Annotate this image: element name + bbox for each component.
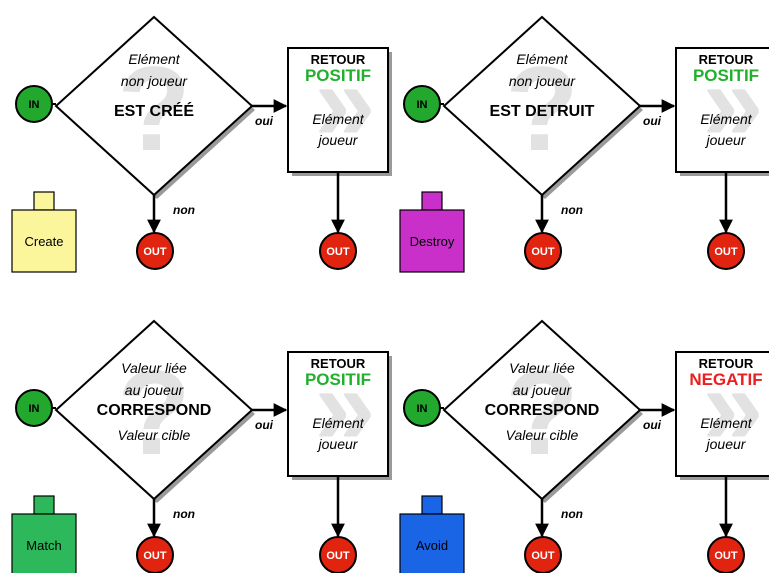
no-label: non bbox=[561, 507, 583, 521]
condition-line: Elément bbox=[128, 51, 180, 67]
chip-label: Match bbox=[26, 538, 61, 553]
out-label: OUT bbox=[143, 550, 167, 562]
chip-label: Avoid bbox=[416, 538, 448, 553]
result-title: RETOUR bbox=[311, 356, 366, 371]
result-box bbox=[675, 351, 769, 477]
result-box bbox=[287, 47, 389, 173]
chip-cap bbox=[421, 495, 443, 515]
condition-verb: EST CRÉÉ bbox=[114, 101, 194, 120]
chip-label: Destroy bbox=[410, 234, 455, 249]
out-node bbox=[707, 536, 745, 573]
out-node bbox=[136, 536, 174, 573]
in-label: IN bbox=[417, 403, 428, 415]
out-label: OUT bbox=[531, 246, 555, 258]
out-label: OUT bbox=[714, 246, 738, 258]
result-line: Elément bbox=[312, 415, 364, 431]
condition-line: Valeur cible bbox=[118, 427, 191, 443]
result-value: POSITIF bbox=[693, 66, 759, 85]
result-line: Elément bbox=[700, 415, 752, 431]
result-title: RETOUR bbox=[699, 356, 754, 371]
in-node bbox=[403, 85, 441, 123]
result-line: joueur bbox=[317, 436, 359, 452]
out-label: OUT bbox=[531, 550, 555, 562]
no-label: non bbox=[173, 507, 195, 521]
result-watermark-icon: » bbox=[702, 345, 763, 468]
chip-body bbox=[11, 513, 77, 573]
result-title: RETOUR bbox=[699, 52, 754, 67]
in-node bbox=[15, 389, 53, 427]
result-box bbox=[675, 47, 769, 173]
yes-label: oui bbox=[643, 114, 662, 128]
result-title: RETOUR bbox=[311, 52, 366, 67]
yes-label: oui bbox=[643, 418, 662, 432]
out-label: OUT bbox=[326, 550, 350, 562]
result-watermark-icon: » bbox=[314, 41, 375, 164]
in-label: IN bbox=[29, 99, 40, 111]
condition-line: Valeur liée bbox=[509, 360, 575, 376]
yes-label: oui bbox=[255, 114, 274, 128]
in-label: IN bbox=[29, 403, 40, 415]
condition-line: non joueur bbox=[121, 73, 189, 89]
condition-line: au joueur bbox=[513, 382, 573, 398]
out-label: OUT bbox=[326, 246, 350, 258]
out-node bbox=[319, 232, 357, 270]
out-node bbox=[524, 232, 562, 270]
chip-label: Create bbox=[24, 234, 63, 249]
chip-body bbox=[399, 209, 465, 273]
in-label: IN bbox=[417, 99, 428, 111]
out-label: OUT bbox=[143, 246, 167, 258]
chip-body bbox=[399, 513, 465, 573]
in-node bbox=[15, 85, 53, 123]
result-watermark-icon: » bbox=[702, 41, 763, 164]
condition-line: Valeur cible bbox=[506, 427, 579, 443]
condition-verb: CORRESPOND bbox=[97, 402, 212, 419]
question-mark-icon: ? bbox=[505, 42, 578, 176]
question-mark-icon: ? bbox=[117, 42, 190, 176]
chip-cap bbox=[33, 191, 55, 211]
chip-body bbox=[11, 209, 77, 273]
condition-verb: CORRESPOND bbox=[485, 402, 600, 419]
out-node bbox=[524, 536, 562, 573]
out-node bbox=[707, 232, 745, 270]
condition-line: Elément bbox=[516, 51, 568, 67]
out-node bbox=[319, 536, 357, 573]
result-line: Elément bbox=[700, 111, 752, 127]
yes-label: oui bbox=[255, 418, 274, 432]
condition-line: au joueur bbox=[125, 382, 185, 398]
chip-cap bbox=[33, 495, 55, 515]
condition-line: Valeur liée bbox=[121, 360, 187, 376]
result-line: joueur bbox=[705, 132, 747, 148]
result-line: Elément bbox=[312, 111, 364, 127]
no-label: non bbox=[173, 203, 195, 217]
no-label: non bbox=[561, 203, 583, 217]
result-value: NEGATIF bbox=[689, 370, 762, 389]
in-node bbox=[403, 389, 441, 427]
result-value: POSITIF bbox=[305, 66, 371, 85]
condition-line: non joueur bbox=[509, 73, 577, 89]
chip-cap bbox=[421, 191, 443, 211]
result-value: POSITIF bbox=[305, 370, 371, 389]
question-mark-icon: ? bbox=[505, 346, 578, 480]
condition-verb: EST DETRUIT bbox=[490, 103, 595, 120]
result-watermark-icon: » bbox=[314, 345, 375, 468]
out-label: OUT bbox=[714, 550, 738, 562]
question-mark-icon: ? bbox=[117, 346, 190, 480]
result-line: joueur bbox=[317, 132, 359, 148]
result-line: joueur bbox=[705, 436, 747, 452]
out-node bbox=[136, 232, 174, 270]
